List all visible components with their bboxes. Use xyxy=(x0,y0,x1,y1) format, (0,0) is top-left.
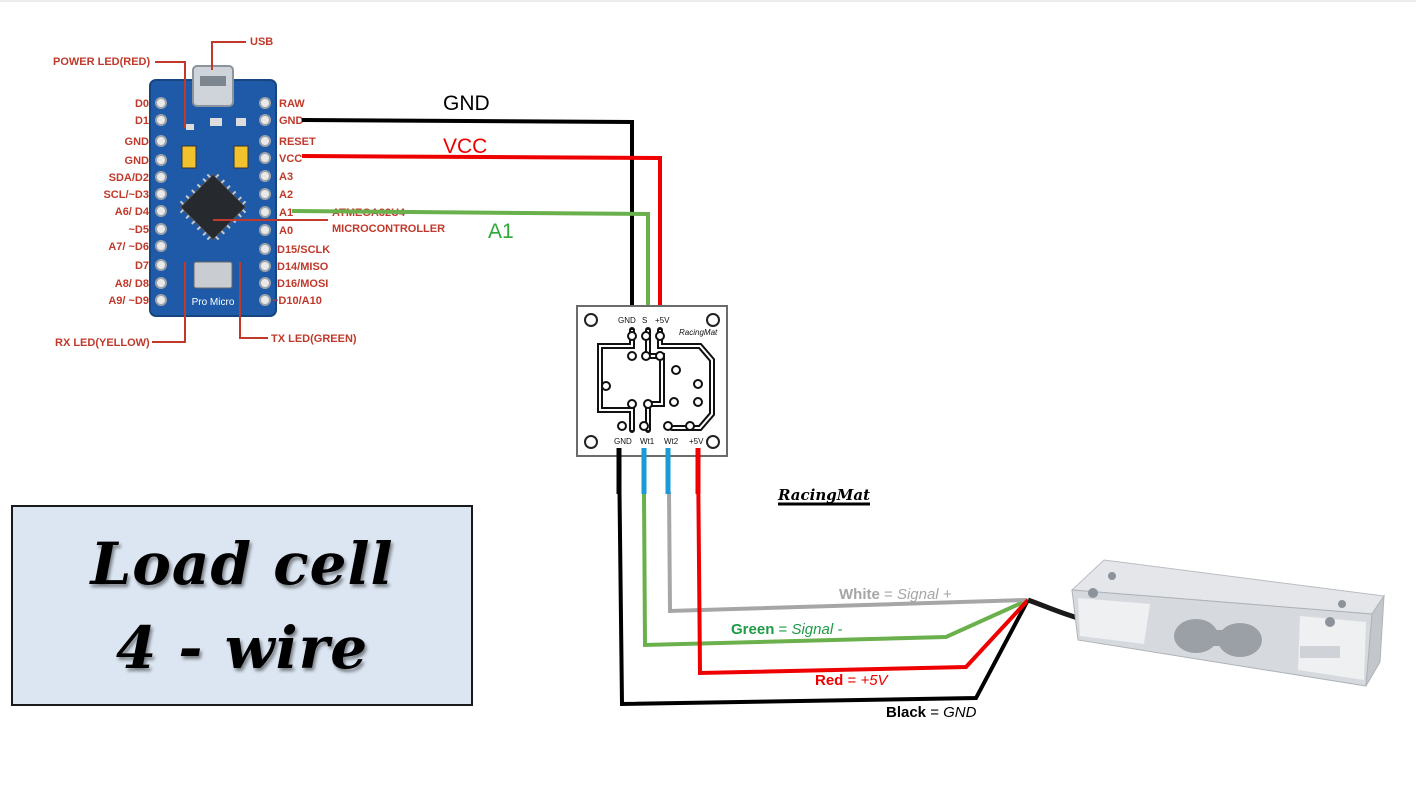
hx711-board: GND S +5V RacingMat GND Wt1 Wt2 +5V xyxy=(576,305,728,457)
svg-text:D16/MOSI: D16/MOSI xyxy=(277,278,328,290)
crystal xyxy=(193,261,233,289)
svg-text:~D5: ~D5 xyxy=(129,224,150,236)
upper-wires xyxy=(291,118,662,308)
svg-text:+5V: +5V xyxy=(689,437,704,446)
upper-wire-labels: GND VCC A1 xyxy=(443,92,514,243)
microcontroller-callout: MICROCONTROLLER xyxy=(332,223,445,235)
svg-text:Wt1: Wt1 xyxy=(640,437,655,446)
svg-text:A7/ ~D6: A7/ ~D6 xyxy=(108,241,149,253)
svg-text:RAW: RAW xyxy=(279,98,305,110)
svg-text:A9/ ~D9: A9/ ~D9 xyxy=(108,295,149,307)
black-wire-label: Black = GND xyxy=(886,704,977,721)
svg-text:A8/ D8: A8/ D8 xyxy=(115,278,149,290)
svg-text:VCC: VCC xyxy=(279,153,302,165)
vcc-wire xyxy=(301,154,662,308)
green-wire xyxy=(642,491,1029,648)
wire-stubs xyxy=(641,448,671,494)
svg-text:D15/SCLK: D15/SCLK xyxy=(277,244,330,256)
red-wire xyxy=(696,451,1030,676)
black-wire xyxy=(617,449,1030,707)
svg-text:~D10/A10: ~D10/A10 xyxy=(272,295,322,307)
svg-text:GND: GND xyxy=(618,316,636,325)
a1-wire xyxy=(291,209,650,308)
green-wire-label: Green = Signal - xyxy=(731,621,842,638)
title-line-2: 4 - wire xyxy=(115,613,369,682)
svg-text:A1: A1 xyxy=(279,207,293,219)
a1-wire-label: A1 xyxy=(488,220,514,243)
red-wire-label: Red = +5V xyxy=(815,672,890,689)
right-pin-labels: RAW GND RESET VCC A3 A2 A1 A0 D15/SCLK D… xyxy=(272,98,330,307)
callout-lines xyxy=(152,41,328,343)
svg-text:D14/MISO: D14/MISO xyxy=(277,261,329,273)
svg-text:A2: A2 xyxy=(279,189,293,201)
svg-text:D7: D7 xyxy=(135,260,149,272)
left-pin-labels: D0 D1 GND GND SDA/D2 SCL/~D3 A6/ D4 ~D5 … xyxy=(103,98,149,307)
svg-text:GND: GND xyxy=(614,437,632,446)
svg-text:RacingMat: RacingMat xyxy=(777,486,870,504)
atmega-chip xyxy=(179,173,247,241)
svg-text:A3: A3 xyxy=(279,171,293,183)
title-line-1: Load cell xyxy=(90,529,394,598)
gnd-wire xyxy=(301,118,634,308)
white-wire xyxy=(667,491,1027,614)
wire-legend: White = Signal + Green = Signal - Red = … xyxy=(731,586,977,721)
pro-micro-board: Pro Micro xyxy=(149,65,277,317)
power-led-callout: POWER LED(RED) xyxy=(53,56,151,68)
svg-text:GND: GND xyxy=(279,115,304,127)
svg-text:GND: GND xyxy=(125,136,150,148)
amp-pin-labels: GND S +5V RacingMat GND Wt1 Wt2 +5V xyxy=(614,316,718,446)
rx-led-callout: RX LED(YELLOW) xyxy=(55,337,150,349)
svg-text:S: S xyxy=(642,316,647,325)
svg-text:GND: GND xyxy=(125,155,150,167)
svg-text:RESET: RESET xyxy=(279,136,316,148)
svg-text:D0: D0 xyxy=(135,98,149,110)
white-wire-label: White = Signal + xyxy=(839,586,952,603)
load-cell xyxy=(1027,559,1385,687)
svg-text:+5V: +5V xyxy=(655,316,670,325)
vcc-wire-label: VCC xyxy=(443,135,487,158)
svg-text:D1: D1 xyxy=(135,115,149,127)
usb-callout: USB xyxy=(250,36,273,48)
amp-board-brand: RacingMat xyxy=(679,328,718,337)
lower-wires xyxy=(617,449,1030,707)
tx-led-callout: TX LED(GREEN) xyxy=(271,333,357,345)
gnd-wire-label: GND xyxy=(443,92,490,115)
title-box: Load cell 4 - wire xyxy=(11,505,473,706)
racingmat-logo: RacingMat xyxy=(777,486,870,506)
svg-text:A0: A0 xyxy=(279,225,293,237)
svg-text:A6/ D4: A6/ D4 xyxy=(115,206,150,218)
callout-labels: USB POWER LED(RED) MICROCONTROLLER ATMEG… xyxy=(53,36,445,349)
svg-text:SDA/D2: SDA/D2 xyxy=(109,172,149,184)
svg-text:Wt2: Wt2 xyxy=(664,437,679,446)
svg-text:SCL/~D3: SCL/~D3 xyxy=(103,189,149,201)
board-name-text: Pro Micro xyxy=(192,297,235,308)
